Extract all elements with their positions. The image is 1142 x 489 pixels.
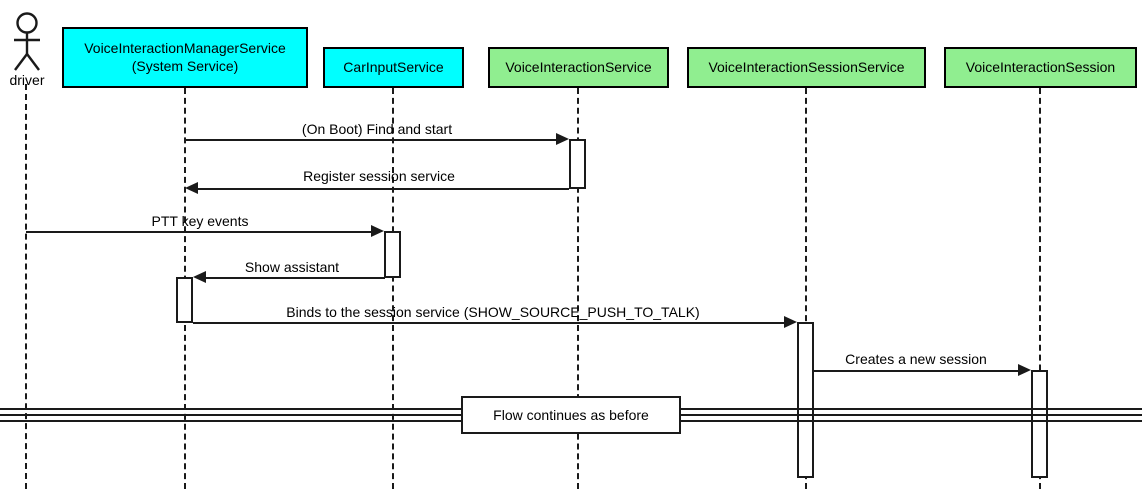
actor-driver-label: driver	[9, 72, 45, 88]
participant-voiceinteractionsessionservice[interactable]: VoiceInteractionSessionService	[687, 47, 926, 88]
participant-voiceinteractionmanagerservice[interactable]: VoiceInteractionManagerService (System S…	[62, 27, 308, 88]
lifeline-carinputservice	[392, 88, 394, 489]
lifeline-voiceinteractionsession	[1039, 88, 1041, 489]
message-label-register-session-service: Register session service	[303, 168, 455, 184]
message-label-ptt-key-events: PTT key events	[151, 213, 249, 229]
activation-voiceinteractionsession	[1031, 370, 1048, 478]
participant-label-line1: VoiceInteractionManagerService	[84, 40, 286, 56]
activation-vims	[176, 277, 193, 323]
message-label-show-assistant: Show assistant	[244, 259, 340, 275]
lifeline-driver	[25, 84, 27, 489]
stick-figure-icon	[14, 12, 40, 71]
participant-label-line1: CarInputService	[343, 58, 444, 75]
participant-voiceinteractionsession[interactable]: VoiceInteractionSession	[944, 47, 1137, 88]
message-label-binds-to-the-session-service: Binds to the session service (SHOW_SOURC…	[286, 304, 700, 320]
arrowhead-right-icon	[556, 133, 569, 145]
activation-voiceinteractionservice	[569, 139, 586, 189]
activation-voiceinteractionsessionservice	[797, 322, 814, 478]
arrowhead-left-icon	[185, 182, 198, 194]
arrowhead-right-icon	[1018, 364, 1031, 376]
participant-carinputservice[interactable]: CarInputService	[323, 47, 464, 88]
lifeline-voiceinteractionsessionservice	[805, 88, 807, 489]
participant-voiceinteractionservice[interactable]: VoiceInteractionService	[488, 47, 669, 88]
message-line-on-boot-find-and-start	[185, 139, 556, 141]
divider-note: Flow continues as before	[461, 396, 681, 434]
arrowhead-right-icon	[784, 316, 797, 328]
message-line-creates-a-new-session	[814, 370, 1018, 372]
participant-label-line1: VoiceInteractionSessionService	[708, 58, 905, 75]
message-line-show-assistant	[206, 277, 385, 279]
participant-label-line1: VoiceInteractionService	[505, 58, 652, 75]
message-label-on-boot-find-and-start: (On Boot) Find and start	[301, 121, 453, 137]
message-label-creates-a-new-session: Creates a new session	[845, 351, 987, 367]
participant-label-line1: VoiceInteractionSession	[965, 58, 1116, 75]
arrowhead-left-icon	[193, 271, 206, 283]
activation-carinputservice	[384, 231, 401, 278]
message-line-binds-to-the-session-service	[193, 322, 784, 324]
message-line-register-session-service	[198, 188, 569, 190]
participant-label-line2: (System Service)	[131, 57, 239, 74]
actor-driver	[6, 12, 48, 79]
lifeline-voiceinteractionservice	[577, 88, 579, 489]
arrowhead-right-icon	[371, 225, 384, 237]
message-line-ptt-key-events	[26, 231, 371, 233]
